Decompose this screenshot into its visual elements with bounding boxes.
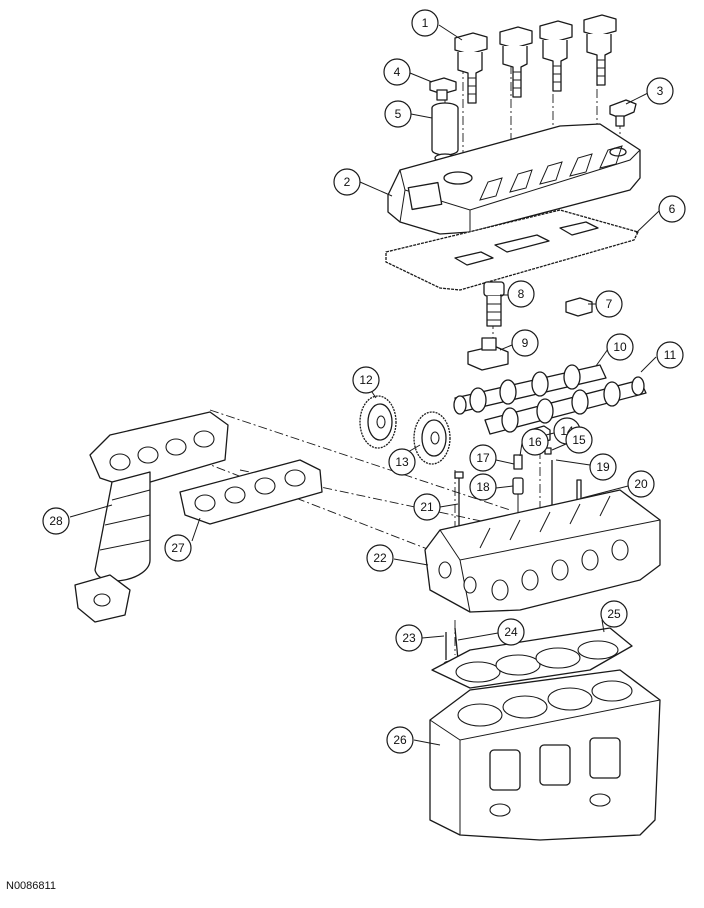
callout-17: 17 bbox=[469, 444, 497, 472]
callout-5: 5 bbox=[384, 100, 412, 128]
callout-label: 27 bbox=[171, 541, 185, 555]
callout-10: 10 bbox=[606, 333, 634, 361]
callout-label: 8 bbox=[518, 287, 525, 301]
figure-id: N0086811 bbox=[6, 880, 56, 892]
callout-label: 28 bbox=[49, 514, 63, 528]
part-4-sensor bbox=[429, 77, 457, 101]
callout-label: 23 bbox=[402, 631, 416, 645]
cylinder-head bbox=[424, 489, 661, 613]
callout-label: 16 bbox=[528, 435, 542, 449]
part-5-cylinder bbox=[431, 102, 459, 163]
callout-25: 25 bbox=[600, 600, 628, 628]
callout-7: 7 bbox=[595, 290, 623, 318]
callout-24: 24 bbox=[497, 618, 525, 646]
callout-26: 26 bbox=[386, 726, 414, 754]
valve-cover bbox=[387, 123, 641, 235]
callout-27: 27 bbox=[164, 534, 192, 562]
callout-label: 26 bbox=[393, 733, 407, 747]
callout-label: 10 bbox=[613, 340, 627, 354]
head-gasket bbox=[431, 627, 633, 689]
callout-12: 12 bbox=[352, 366, 380, 394]
callout-4: 4 bbox=[383, 58, 411, 86]
callout-20: 20 bbox=[627, 470, 655, 498]
callout-13: 13 bbox=[388, 448, 416, 476]
callout-label: 22 bbox=[373, 551, 387, 565]
camshaft-exhaust bbox=[484, 376, 647, 435]
callout-label: 19 bbox=[596, 460, 610, 474]
callout-label: 9 bbox=[522, 336, 529, 350]
callout-label: 12 bbox=[359, 373, 373, 387]
valve-cover-gasket bbox=[385, 209, 639, 291]
callouts: 1 2 3 4 5 6 7 8 9 10 11 12 13 14 15 16 1… bbox=[42, 9, 686, 754]
callout-label: 5 bbox=[395, 107, 402, 121]
part-9-bracket bbox=[467, 337, 509, 371]
callout-22: 22 bbox=[366, 544, 394, 572]
callout-label: 17 bbox=[476, 451, 490, 465]
callout-label: 24 bbox=[504, 625, 518, 639]
ignition-coils bbox=[454, 14, 617, 104]
callout-label: 3 bbox=[657, 84, 664, 98]
callout-3: 3 bbox=[646, 77, 674, 105]
callout-label: 25 bbox=[607, 607, 621, 621]
callout-label: 6 bbox=[669, 202, 676, 216]
camshaft-sprocket-exhaust bbox=[413, 411, 451, 465]
callout-1: 1 bbox=[411, 9, 439, 37]
callout-15: 15 bbox=[565, 426, 593, 454]
part-8-solenoid bbox=[483, 281, 505, 327]
callout-label: 2 bbox=[344, 175, 351, 189]
callout-label: 15 bbox=[572, 433, 586, 447]
callout-19: 19 bbox=[589, 453, 617, 481]
callout-label: 4 bbox=[394, 65, 401, 79]
callout-23: 23 bbox=[395, 624, 423, 652]
callout-9: 9 bbox=[511, 329, 539, 357]
callout-label: 21 bbox=[420, 500, 434, 514]
engine-block bbox=[429, 669, 661, 841]
part-7-cap bbox=[565, 297, 593, 317]
callout-label: 11 bbox=[664, 348, 677, 362]
callout-28: 28 bbox=[42, 507, 70, 535]
callout-label: 18 bbox=[476, 480, 490, 494]
callout-6: 6 bbox=[658, 195, 686, 223]
callout-11: 11 bbox=[656, 341, 684, 369]
exhaust-manifold-catalyst bbox=[74, 411, 229, 623]
callout-label: 20 bbox=[634, 477, 648, 491]
callout-label: 7 bbox=[606, 297, 613, 311]
exhaust-manifold-gasket bbox=[179, 459, 323, 525]
callout-21: 21 bbox=[413, 493, 441, 521]
camshaft-sprocket-intake bbox=[359, 395, 397, 449]
leader-lines bbox=[69, 24, 660, 746]
callout-8: 8 bbox=[507, 280, 535, 308]
callout-18: 18 bbox=[469, 473, 497, 501]
callout-label: 1 bbox=[422, 16, 429, 30]
callout-2: 2 bbox=[333, 168, 361, 196]
callout-label: 13 bbox=[395, 455, 409, 469]
callout-16: 16 bbox=[521, 428, 549, 456]
part-3-sensor bbox=[609, 99, 637, 127]
camshaft-intake bbox=[453, 364, 607, 415]
